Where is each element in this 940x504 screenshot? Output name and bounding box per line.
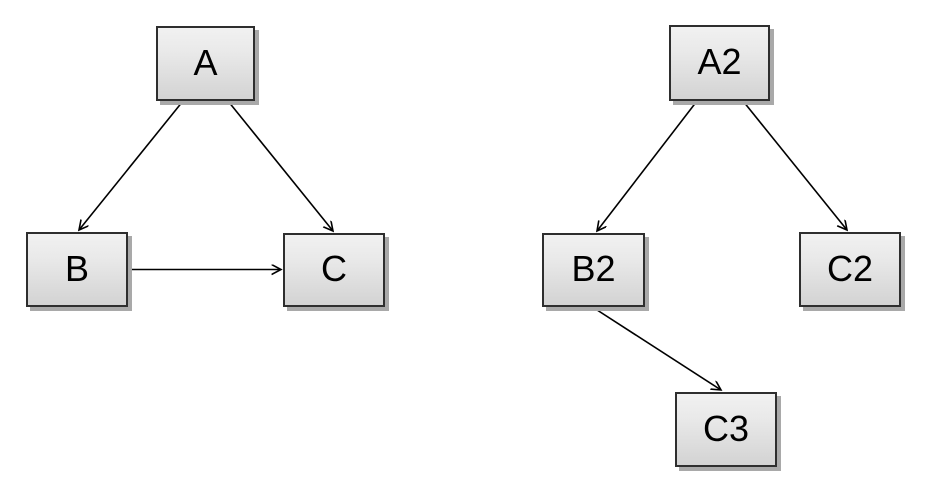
node-label-C: C (321, 248, 347, 289)
node-label-B2: B2 (571, 248, 616, 289)
edge-A-B (79, 100, 184, 230)
node-label-C2: C2 (826, 247, 874, 289)
node-label-A: A (193, 41, 218, 83)
edge-A2-C2 (742, 100, 847, 230)
node-label-B: B (64, 247, 89, 289)
node-label-C3: C3 (702, 407, 750, 449)
node-A[interactable]: A (156, 26, 255, 101)
node-A2[interactable]: A2 (669, 25, 770, 101)
node-C3[interactable]: C3 (675, 392, 777, 467)
edge-A2-B2 (597, 100, 698, 231)
node-C2[interactable]: C2 (799, 232, 901, 307)
edge-A-C (227, 100, 333, 231)
node-C[interactable]: C (283, 233, 385, 307)
node-B2[interactable]: B2 (542, 233, 645, 307)
node-B[interactable]: B (26, 232, 128, 307)
edge-B2-C3 (593, 307, 721, 390)
node-label-A2: A2 (697, 41, 742, 82)
